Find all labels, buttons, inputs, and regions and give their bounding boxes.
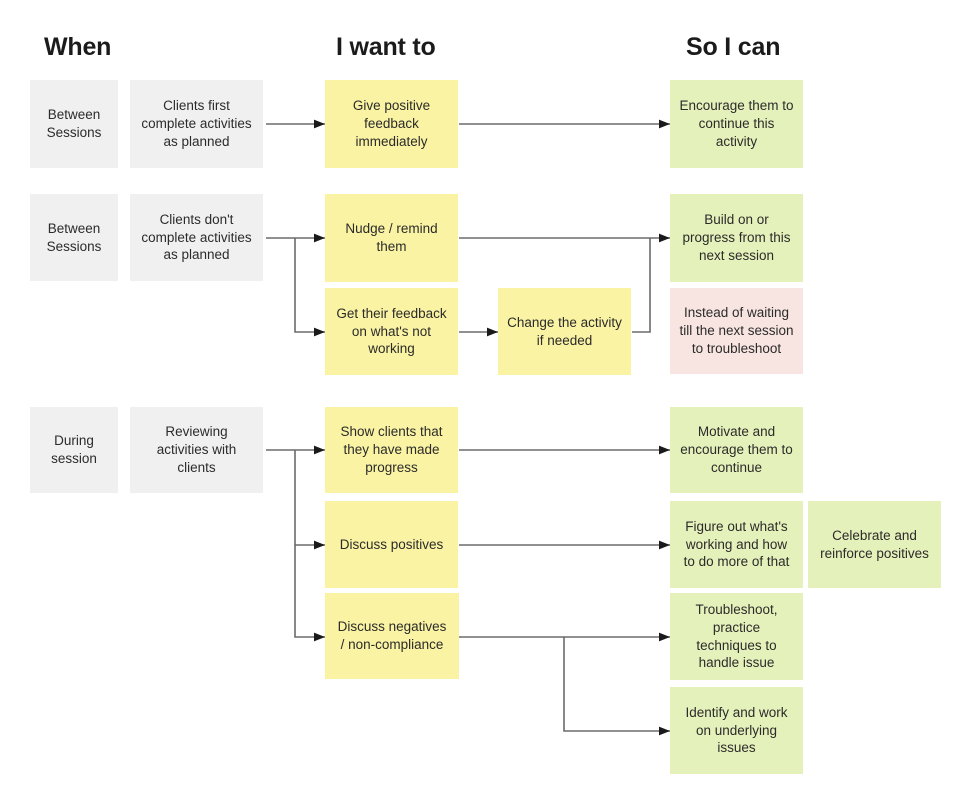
outcome-box-figure-out-working: Figure out what's working and how to do … [670, 501, 803, 588]
outcome-box-troubleshoot-practice: Troubleshoot, practice techniques to han… [670, 593, 803, 680]
action-box-get-feedback: Get their feedback on what's not working [325, 288, 458, 375]
arrow-trigger2-branch-to-action2b [294, 238, 325, 337]
column-header-so-i-can: So I can [686, 33, 781, 61]
outcome-box-identify-underlying: Identify and work on underlying issues [670, 687, 803, 774]
outcome-box-celebrate-reinforce: Celebrate and reinforce positives [808, 501, 941, 588]
when-box-between-sessions-2: Between Sessions [30, 194, 118, 281]
trigger-box-reviewing-activities: Reviewing activities with clients [130, 407, 263, 493]
column-header-when: When [44, 33, 112, 61]
arrow-trigger3-branch-to-action3b [294, 450, 325, 550]
when-box-between-sessions-1: Between Sessions [30, 80, 118, 168]
arrow-action2c-merge-to-outcome2 [632, 238, 651, 333]
action-box-discuss-negatives: Discuss negatives / non-compliance [325, 593, 459, 679]
outcome-box-motivate-encourage: Motivate and encourage them to continue [670, 407, 803, 493]
action-box-change-activity: Change the activity if needed [498, 288, 631, 375]
when-box-during-session: During session [30, 407, 118, 493]
outcome-box-encourage-continue: Encourage them to continue this activity [670, 80, 803, 168]
action-box-positive-feedback: Give positive feedback immediately [325, 80, 458, 168]
action-box-discuss-positives: Discuss positives [325, 501, 458, 588]
action-box-nudge-remind: Nudge / remind them [325, 194, 458, 282]
arrow-trigger3-branch-to-action3c [294, 545, 325, 642]
outcome-box-build-on-progress: Build on or progress from this next sess… [670, 194, 803, 282]
action-box-show-progress: Show clients that they have made progres… [325, 407, 458, 493]
trigger-box-clients-complete: Clients first complete activities as pla… [130, 80, 263, 168]
trigger-box-clients-dont-complete: Clients don't complete activities as pla… [130, 194, 263, 281]
column-header-i-want-to: I want to [336, 33, 436, 61]
arrow-action3c-branch-to-outcome3d [563, 637, 670, 736]
warning-box-instead-of-waiting: Instead of waiting till the next session… [670, 288, 803, 374]
